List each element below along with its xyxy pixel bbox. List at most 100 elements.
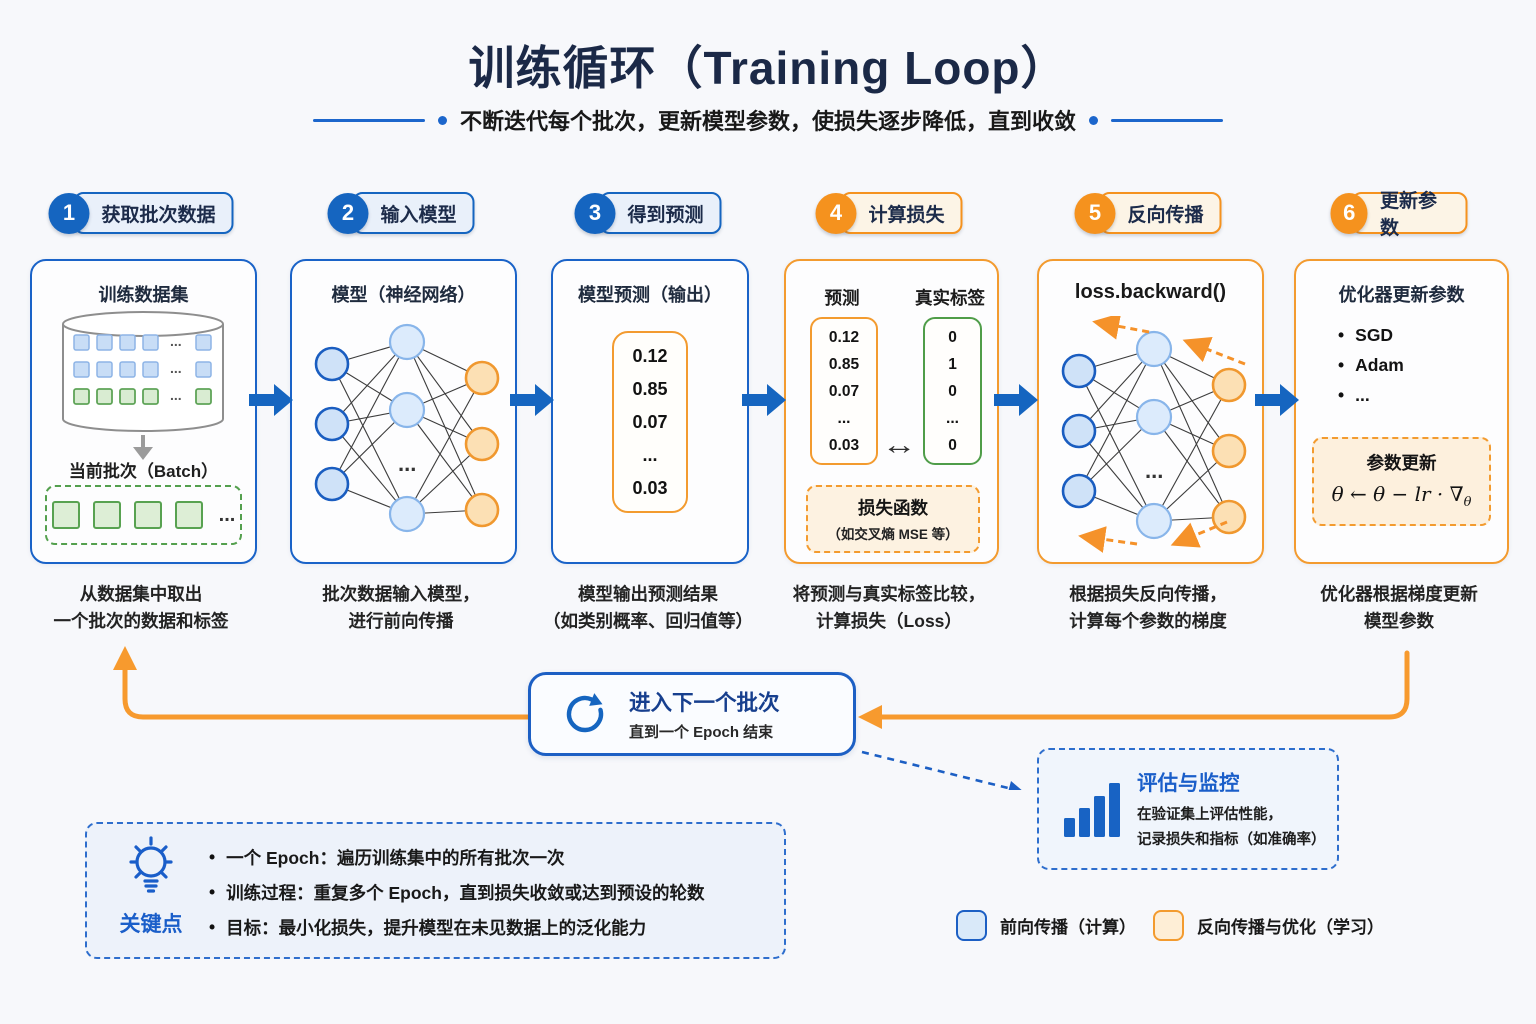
step-badge-5: 5 反向传播 [1074, 192, 1222, 234]
dataset-cylinder-icon: ... ... ... [62, 311, 224, 460]
card-title: 训练数据集 [98, 285, 189, 305]
subtitle-text: 不断迭代每个批次，更新模型参数，使损失逐步降低，直到收敛 [459, 109, 1076, 134]
step-label: 获取批次数据 [73, 192, 234, 234]
card-model: 模型（神经网络） ... [290, 259, 517, 564]
card-backprop: loss.backward() [1037, 259, 1264, 564]
step-caption-3: 模型输出预测结果（如类别概率、回归值等） [543, 584, 753, 632]
step-caption-1: 从数据集中取出一个批次的数据和标签 [53, 584, 229, 632]
to-eval-dashed-arrow [861, 750, 1022, 790]
svg-text:...: ... [170, 387, 182, 403]
evaluation-title: 评估与监控 [1137, 772, 1240, 795]
key-point-item: • 一个 Epoch：遍历训练集中的所有批次一次 [209, 847, 565, 868]
loop-return-arrow [113, 646, 1410, 790]
hidden-nodes [1135, 330, 1173, 540]
key-point-item: • 训练过程：重复多个 Epoch，直到损失收敛或达到预设的轮数 [209, 882, 705, 903]
down-arrow-icon [133, 435, 153, 460]
step-badge-4: 4 计算损失 [815, 192, 963, 234]
optimizer-item: • ... [1338, 385, 1370, 405]
step-badge-6: 6 更新参数 [1330, 191, 1468, 239]
card-title: 模型（神经网络） [331, 285, 476, 305]
batch-sample [174, 501, 203, 529]
bar-chart-icon [1064, 783, 1120, 837]
next-batch-box: 进入下一个批次 直到一个 Epoch 结束 [528, 672, 856, 756]
compare-arrows-icon: ↔ [881, 429, 917, 460]
prediction-value: 0.12 [632, 346, 668, 366]
input-nodes [314, 346, 350, 502]
evaluation-line: 在验证集上评估性能， [1137, 807, 1282, 823]
page-title: 训练循环（Training Loop） [468, 42, 1068, 94]
subtitle-dot [1089, 115, 1098, 125]
next-batch-title: 进入下一个批次 [629, 691, 780, 715]
step-label: 输入模型 [352, 192, 475, 234]
loss-function-examples: （如交叉熵 MSE 等） [827, 527, 959, 542]
step-badge-2: 2 输入模型 [327, 192, 475, 234]
output-nodes [1211, 367, 1247, 535]
step-number-badge: 2 [327, 192, 369, 234]
svg-text:...: ... [398, 451, 416, 476]
evaluation-line: 记录损失和指标（如准确率） [1137, 831, 1326, 848]
key-points-list: • 一个 Epoch：遍历训练集中的所有批次一次 • 训练过程：重复多个 Epo… [209, 840, 704, 945]
card-title: 模型预测（输出） [578, 285, 722, 305]
step-caption-6: 优化器根据梯度更新模型参数 [1320, 584, 1478, 632]
refresh-icon [566, 693, 604, 733]
loss-function-box: 损失函数 （如交叉熵 MSE 等） [806, 485, 980, 553]
card-title: loss.backward() [1074, 281, 1227, 303]
hidden-nodes [388, 323, 426, 533]
true-label-vector: 0 1 0 ... 0 [923, 317, 982, 465]
neural-network-diagram: ... [314, 323, 500, 533]
step-label: 计算损失 [840, 192, 963, 234]
next-batch-subtitle: 直到一个 Epoch 结束 [629, 724, 774, 741]
flow-arrow-icon [510, 384, 554, 416]
flow-arrow-icon [742, 384, 786, 416]
batch-box: ... [45, 485, 242, 545]
step-caption-4: 将预测与真实标签比较，计算损失（Loss） [792, 584, 986, 632]
dataset-row-blue-1: ... [73, 333, 212, 351]
prediction-value: 0.85 [632, 379, 668, 399]
ellipsis: ... [218, 503, 236, 526]
step-label: 反向传播 [1099, 192, 1222, 234]
flow-arrow-icon [1255, 384, 1299, 416]
step-label: 得到预测 [599, 192, 722, 234]
step-label: 更新参数 [1351, 191, 1468, 239]
evaluation-box: 评估与监控 在验证集上评估性能， 记录损失和指标（如准确率） [1037, 748, 1339, 870]
subtitle-dot [437, 115, 447, 125]
legend-forward: 前向传播（计算） [956, 910, 1136, 941]
param-update-title: 参数更新 [1366, 453, 1437, 473]
lightbulb-icon [129, 836, 173, 893]
card-dataset: 训练数据集 ... ... [30, 259, 257, 564]
batch-sample [92, 501, 121, 529]
step-number-badge: 6 [1330, 192, 1368, 234]
card-title: 优化器更新参数 [1338, 285, 1465, 305]
input-nodes [1061, 353, 1097, 509]
prediction-value: 0.03 [632, 478, 668, 498]
step-caption-2: 批次数据输入模型，进行前向传播 [322, 584, 480, 632]
dataset-row-green: ... [73, 387, 212, 405]
subtitle-line [1111, 118, 1223, 122]
loss-function-title: 损失函数 [858, 498, 928, 518]
step-number-badge: 5 [1074, 192, 1116, 234]
card-optimizer: 优化器更新参数 • SGD • Adam • ... 参数更新 θ ← θ − … [1294, 259, 1509, 564]
pred-header: 预测 [824, 288, 860, 308]
batch-label: 当前批次（Batch） [68, 462, 219, 481]
legend-forward-swatch [956, 910, 987, 941]
flow-arrow-icon [249, 384, 293, 416]
true-label-header: 真实标签 [915, 288, 985, 308]
ellipsis: ... [642, 445, 658, 465]
step-number-badge: 4 [815, 192, 857, 234]
key-points-box: 关键点 • 一个 Epoch：遍历训练集中的所有批次一次 • 训练过程：重复多个… [85, 822, 786, 959]
dataset-row-blue-2: ... [73, 360, 212, 378]
prediction-vector: 0.12 0.85 0.07 ... 0.03 [612, 331, 688, 513]
optimizer-item: • Adam [1338, 355, 1404, 375]
svg-text:...: ... [1145, 458, 1163, 483]
batch-sample [51, 501, 80, 529]
legend-forward-label: 前向传播（计算） [1000, 918, 1136, 937]
subtitle-row: 不断迭代每个批次，更新模型参数，使损失逐步降低，直到收敛 [0, 104, 1536, 136]
legend-backward-label: 反向传播与优化（学习） [1197, 918, 1384, 937]
legend-backward-swatch [1153, 910, 1184, 941]
param-update-box: 参数更新 θ ← θ − lr · ∇θ [1312, 437, 1491, 526]
update-formula: θ ← θ − lr · ∇θ [1331, 482, 1472, 510]
legend-backward: 反向传播与优化（学习） [1153, 910, 1384, 941]
step-badge-1: 1 获取批次数据 [48, 192, 234, 234]
flow-arrow-icon [994, 384, 1038, 416]
